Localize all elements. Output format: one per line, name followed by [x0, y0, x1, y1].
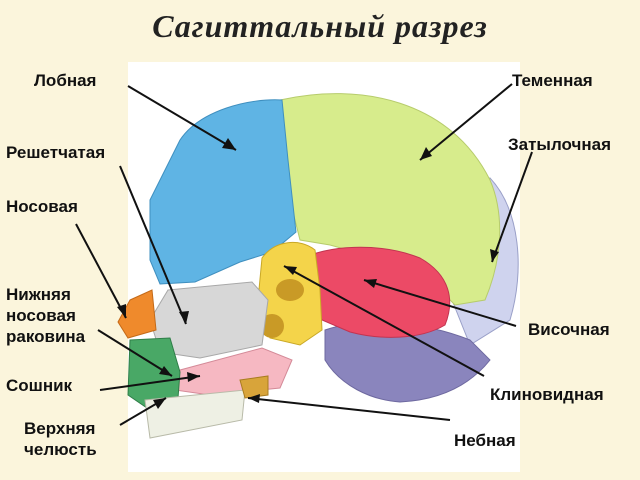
pointer-ethmoid — [119, 165, 187, 325]
label-nasal: Носовая — [6, 197, 78, 216]
label-vomer: Сошник — [6, 376, 73, 395]
temporal-bone — [299, 246, 451, 338]
pointer-temporal — [363, 279, 517, 327]
label-parietal: Теменная — [512, 71, 593, 90]
pointer-inferior-concha — [97, 329, 173, 377]
arrowhead-occipital — [490, 249, 499, 262]
arrowhead-temporal — [364, 279, 377, 288]
teeth — [144, 389, 246, 439]
label-temporal: Височная — [528, 320, 610, 339]
label-sphenoid: Клиновидная — [490, 385, 604, 404]
arrowhead-sphenoid — [284, 266, 297, 275]
label-palatine: Небная — [454, 431, 516, 450]
label-frontal: Лобная — [34, 71, 97, 90]
arrowhead-vomer — [187, 372, 200, 382]
pointer-parietal — [419, 83, 513, 161]
pointer-nasal — [75, 223, 127, 319]
arrowhead-frontal — [222, 138, 236, 150]
pointer-frontal — [127, 85, 237, 151]
palatine-bone — [239, 375, 269, 399]
label-ethmoid: Решетчатая — [6, 143, 106, 162]
sphenoid-sinus — [260, 314, 284, 338]
sella-turcica — [276, 279, 304, 301]
label-occipital: Затылочная — [508, 135, 611, 154]
frontal-bone — [149, 99, 297, 285]
nasal-bone — [117, 289, 157, 339]
label-inferior-concha: Нижняя носовая раковина — [6, 285, 86, 346]
arrowhead-inferior-concha — [159, 366, 172, 376]
pointer-occipital — [491, 151, 533, 263]
arrowhead-nasal — [117, 304, 126, 318]
parietal-bone — [279, 93, 501, 306]
pointer-palatine — [247, 397, 451, 421]
arrowhead-palatine — [248, 394, 260, 403]
arrowhead-parietal — [420, 147, 432, 160]
arrowhead-maxilla — [153, 398, 166, 409]
pointer-sphenoid — [283, 265, 485, 377]
arrowhead-ethmoid — [179, 311, 189, 324]
page-title: Сагиттальный разрез — [152, 8, 488, 44]
label-maxilla: Верхняя челюсть — [24, 419, 97, 459]
pointer-vomer — [99, 375, 201, 391]
